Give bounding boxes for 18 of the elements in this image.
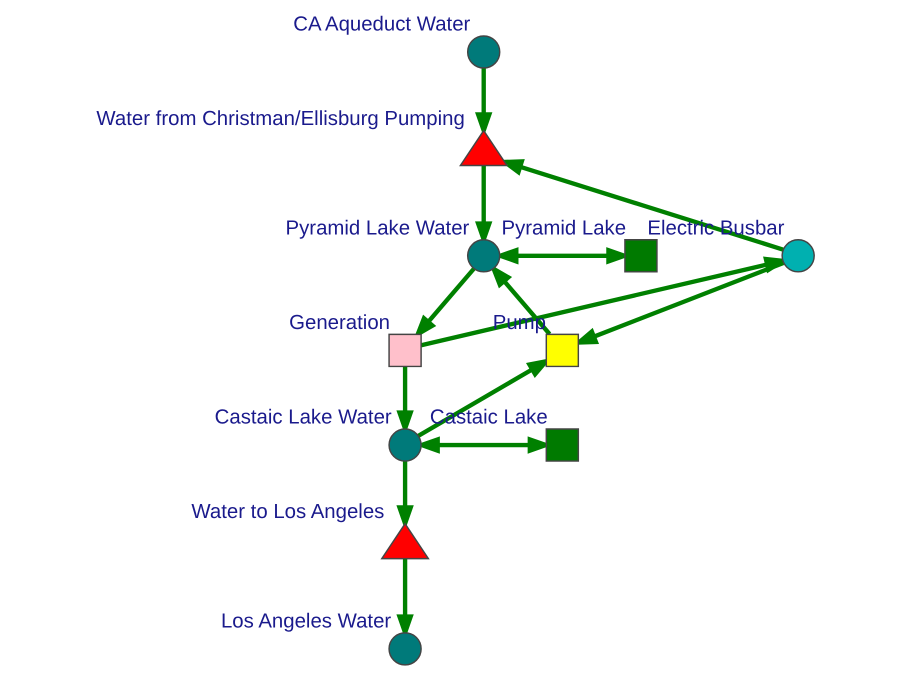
node-circle [466, 35, 500, 69]
node-box [545, 334, 579, 368]
node-label: Water from Christman/Ellisburg Pumping [96, 108, 464, 130]
node-label: Los Angeles Water [220, 610, 391, 632]
node-circle [388, 428, 422, 462]
node-circle [466, 239, 500, 273]
node-circle [388, 632, 422, 666]
node-box [624, 239, 658, 273]
node-label: Water to Los Angeles [190, 501, 384, 524]
node-label: Pyramid Lake [500, 217, 626, 240]
node-label: CA Aqueduct Water [292, 13, 470, 36]
node-label: Castaic Lake Water [214, 406, 392, 428]
node-circle [780, 239, 814, 273]
node-label: Generation [288, 312, 390, 334]
node-label: Pyramid Lake Water [285, 217, 469, 240]
node-box [545, 428, 579, 462]
node-box [388, 334, 422, 368]
node-label: Electric Busbar [646, 217, 784, 240]
